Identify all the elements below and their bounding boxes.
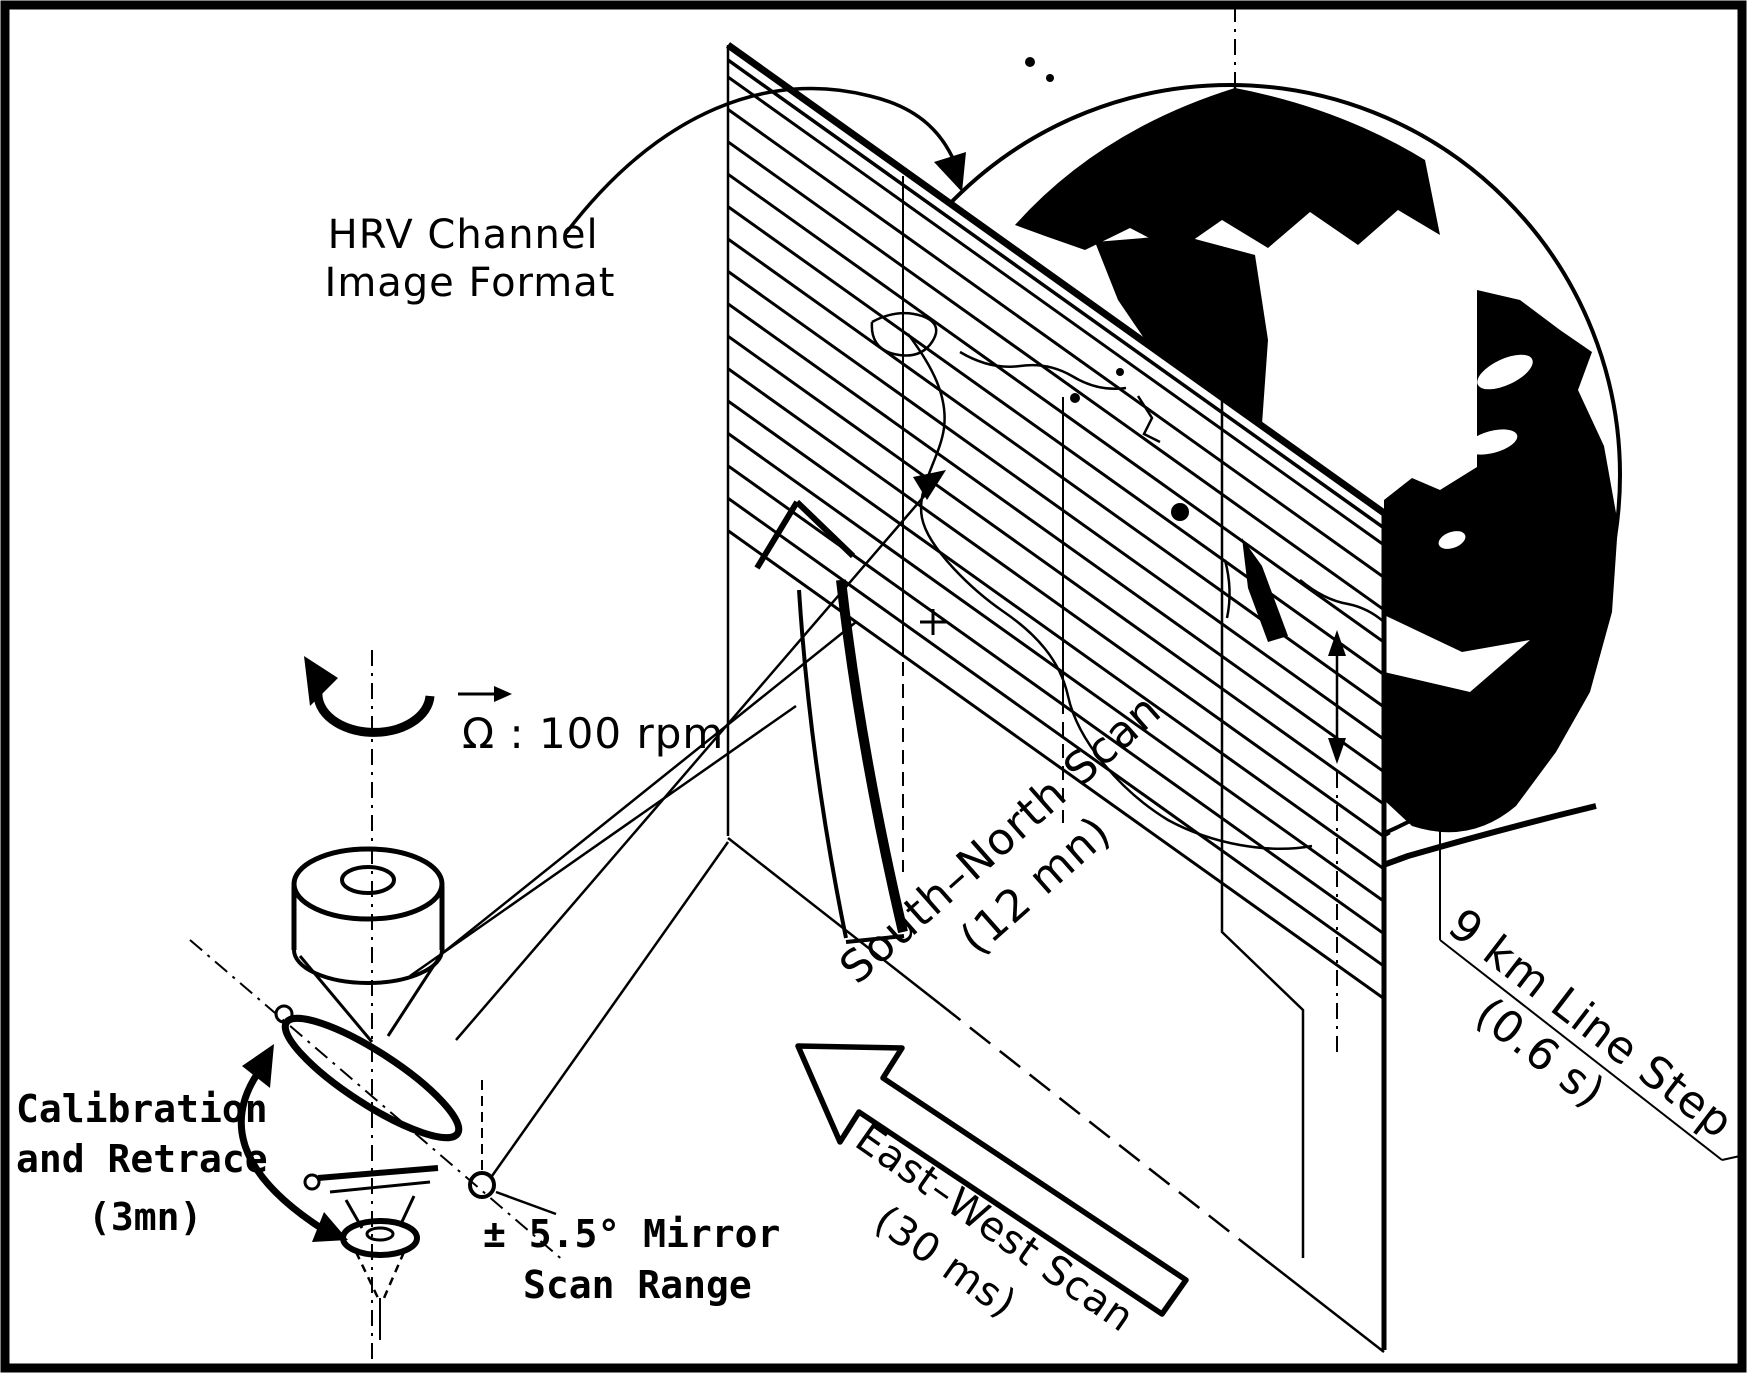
beam-line (490, 841, 730, 1177)
boresight-arrowhead-icon (913, 470, 946, 500)
spike-edge (382, 1251, 406, 1299)
scan-line (727, 75, 1385, 547)
retrace-arrowhead-icon (934, 152, 966, 192)
scan-line (727, 172, 1385, 644)
land-speck (1046, 74, 1054, 82)
line-step-leader (1439, 939, 1723, 1161)
detector-aperture (365, 1226, 395, 1242)
image-plane (725, 42, 1387, 1353)
line-step-leader-hook (1721, 1155, 1741, 1161)
mirror-yoke (317, 1165, 439, 1181)
plane-bottom-edge (1239, 1239, 1385, 1353)
scan-line (727, 140, 1385, 612)
telescope-aperture (340, 865, 396, 895)
sn-arrowhead-icon (754, 500, 800, 570)
continent-asia (1384, 290, 1618, 833)
telescope-bottom (292, 949, 444, 985)
continent-arctic (1015, 88, 1440, 252)
rotation-arrow (304, 656, 435, 737)
scan-line (727, 302, 1385, 774)
plane-top-edge-inner (726, 58, 1386, 530)
inland-sea (1466, 429, 1518, 455)
caspian-sea (1477, 354, 1533, 390)
calibration-arrowhead-icon (242, 1044, 274, 1088)
boresight-line (455, 479, 939, 1041)
nile-line (1223, 559, 1231, 619)
image-plane-surface (728, 45, 1384, 1350)
africa-west-coast (906, 333, 1313, 850)
retrace-arrow (564, 86, 966, 235)
scan-line (727, 496, 1385, 968)
mediterranean-coast (959, 350, 1127, 390)
globe-axis-arrowhead-icon (1228, 178, 1242, 196)
arrow-down-icon (1328, 738, 1346, 764)
plane-top-edge (725, 42, 1387, 516)
scan-line (727, 334, 1385, 806)
mirror-pivot-ball (468, 1171, 496, 1199)
mirror-end-bearing (274, 1004, 294, 1024)
plane-bottom-edge-dashed (939, 1003, 1241, 1241)
arabia-coast (1299, 579, 1385, 623)
line-step-indicator (1328, 630, 1741, 1161)
rotation-arrowhead-icon (304, 656, 338, 706)
scan-mirror-assembly (189, 650, 566, 1362)
scan-line (727, 367, 1385, 838)
south-north-scan-arrow (754, 499, 908, 944)
mirror-range-leader (495, 1190, 557, 1216)
continent-europe-tongue (1095, 235, 1268, 424)
yoke-knob (303, 1173, 321, 1191)
rotation-rate-label: Ω : 100 rpm (458, 686, 724, 758)
italy-coast (1136, 395, 1161, 444)
earth-globe (838, 6, 1622, 931)
spike-edge (354, 1251, 380, 1299)
optical-beams (409, 470, 946, 1216)
sn-arrowhead-icon (794, 499, 856, 559)
line-step-label: 9 km Line Step (0.6 s) (1406, 899, 1747, 1201)
plane-bottom-edge (727, 837, 941, 1005)
rotation-rate-text: Ω : 100 rpm (462, 709, 724, 758)
scan-line (727, 205, 1385, 676)
scan-line (727, 108, 1385, 579)
light-cone-edge (386, 955, 442, 1037)
calibration-label: Calibration and Retrace (3mn) (16, 1087, 291, 1239)
imaged-coastlines (870, 311, 1385, 850)
iberia-coast (870, 311, 938, 357)
calibration-arrow (237, 1044, 348, 1242)
land-speck (1171, 503, 1189, 521)
subsatellite-cross-icon (920, 609, 946, 635)
inland-sea (1438, 531, 1466, 549)
image-step-outline (1220, 400, 1305, 1258)
east-west-scan-arrow (795, 1043, 1189, 1317)
arrow-up-icon (1328, 630, 1346, 656)
scan-line (727, 399, 1385, 871)
scan-line (727, 270, 1385, 741)
tilt-axis (189, 939, 566, 1263)
light-cone-edge (298, 955, 374, 1043)
telescope-top (291, 846, 445, 922)
land-speck (1070, 393, 1080, 403)
omega-vector-arrowhead-icon (494, 686, 512, 702)
image-format-label: HRV Channel Image Format (325, 212, 616, 306)
scan-line (727, 529, 1385, 1000)
land-speck (1116, 368, 1124, 376)
persian-gulf (1384, 615, 1530, 692)
calibration-arrowhead-icon (312, 1212, 348, 1242)
continent-island (1097, 146, 1183, 198)
land-speck (1025, 57, 1035, 67)
detector-cup (340, 1218, 420, 1258)
cup-cone-edge (398, 1195, 416, 1227)
mirror-range-label: ± 5.5° Mirror Scan Range (483, 1212, 803, 1307)
beam-line (409, 704, 797, 978)
red-sea (1242, 538, 1288, 642)
mirror-yoke (329, 1180, 431, 1194)
beam-line (443, 621, 857, 953)
